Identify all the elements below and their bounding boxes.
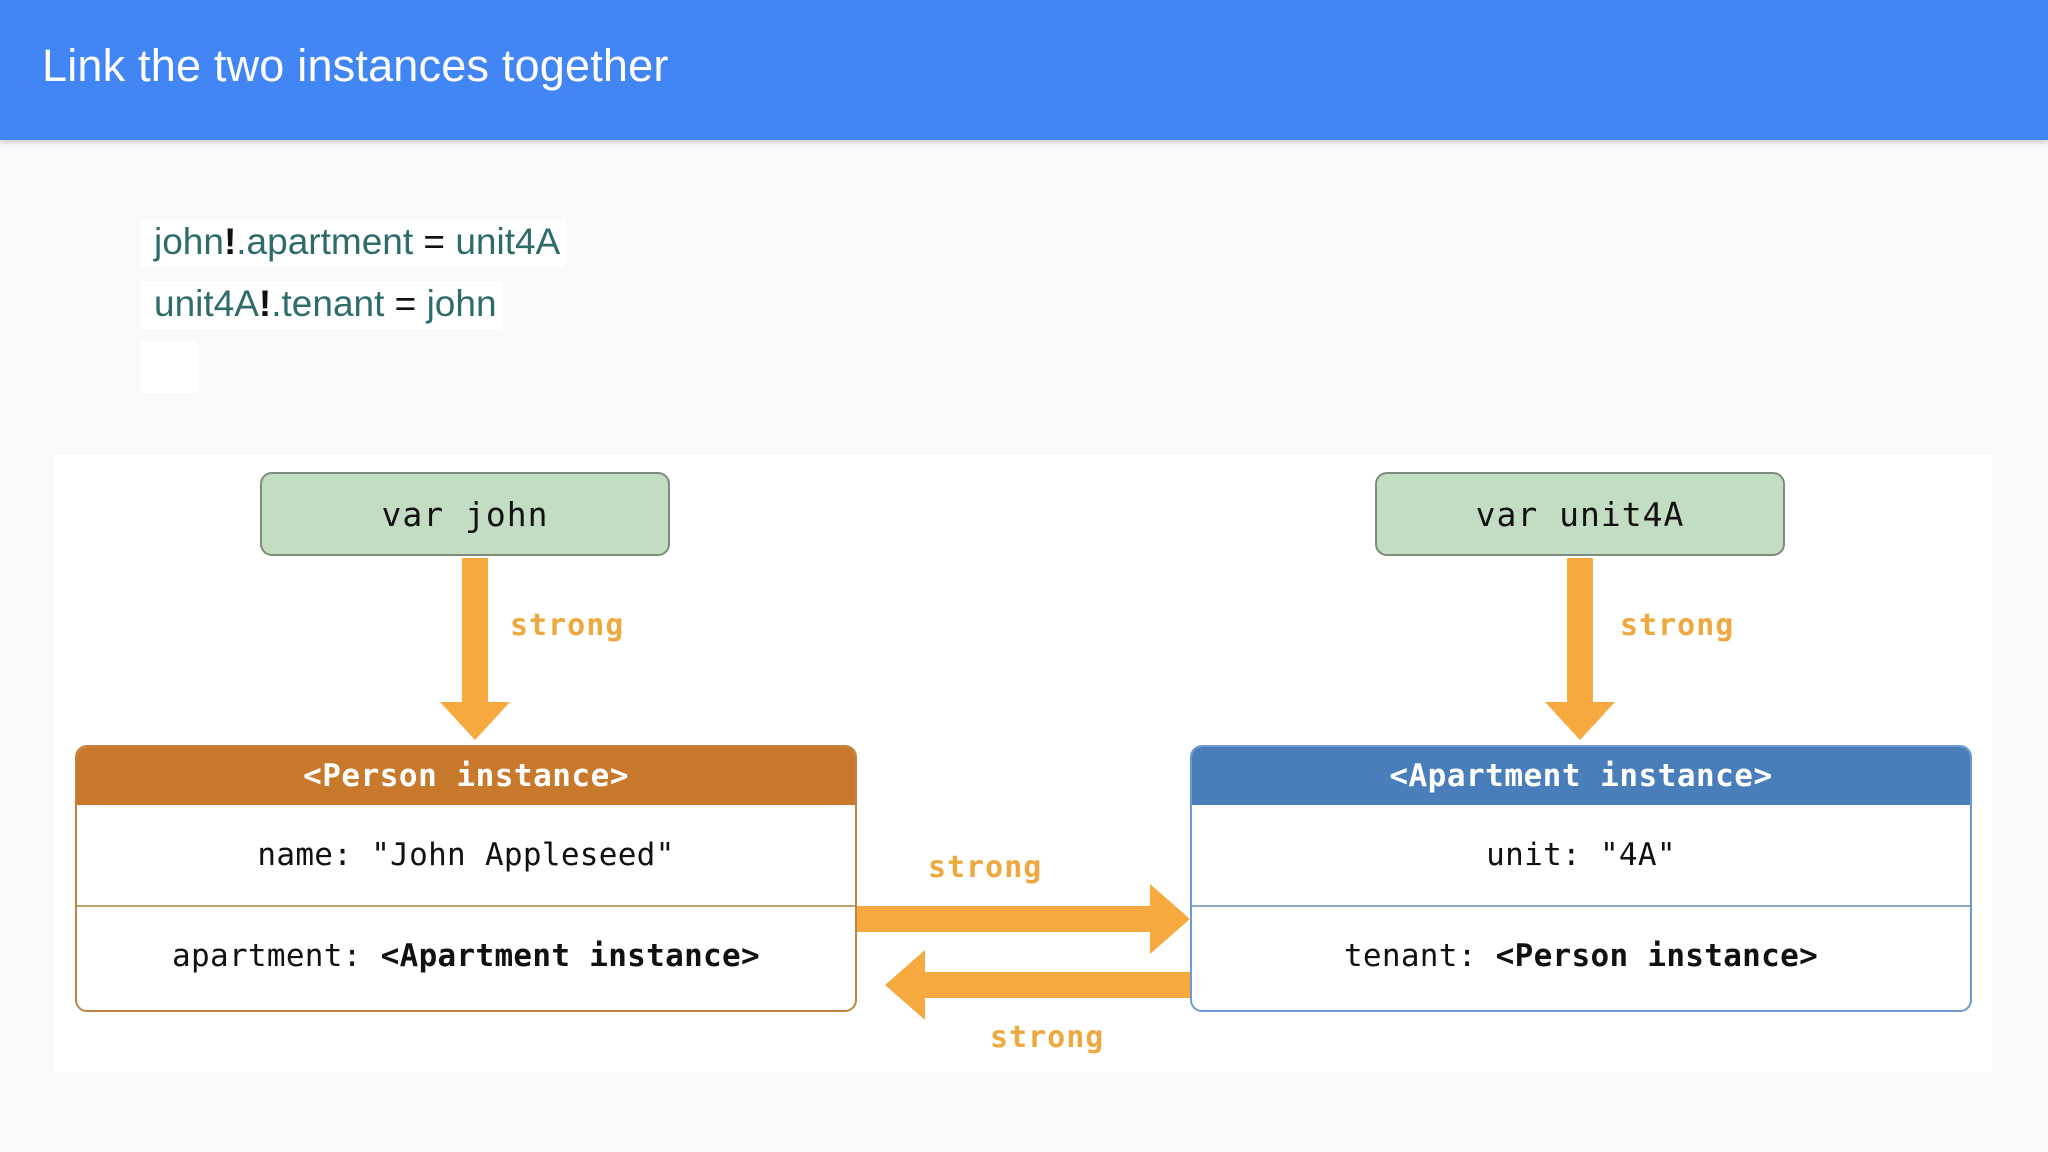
code-line-highlight: unit4A!.tenant = john (140, 281, 503, 329)
code-value: unit4A (455, 221, 561, 262)
page-title: Link the two instances together (42, 40, 669, 91)
code-identifier: john (154, 221, 224, 262)
arrow-person-to-apartment (857, 884, 1190, 954)
code-bang: ! (223, 221, 237, 262)
arrow-shaft (925, 972, 1190, 998)
arrow-head-down-icon (440, 702, 510, 740)
person-instance-row: apartment: <Apartment instance> (77, 905, 855, 1005)
arrow-unit4a-to-apartment (1545, 558, 1615, 740)
row-value: <Person instance> (1495, 938, 1819, 974)
apartment-instance-row: unit: "4A" (1192, 805, 1970, 905)
var-john-box: var john (260, 472, 670, 556)
code-line: unit4A!.tenant = john (140, 274, 566, 336)
code-line-highlight (140, 341, 198, 393)
code-identifier: unit4A (154, 283, 259, 324)
code-operator: = (413, 221, 456, 262)
arrow-shaft (857, 906, 1150, 932)
var-unit4a-box: var unit4A (1375, 472, 1785, 556)
arrow-head-left-icon (885, 950, 925, 1020)
code-property: .apartment (236, 221, 414, 262)
arrow-head-right-icon (1150, 884, 1190, 954)
row-key: apartment: (172, 938, 381, 974)
code-line-empty (140, 336, 566, 398)
code-line: john!.apartment = unit4A (140, 212, 567, 274)
row-value: <Apartment instance> (380, 938, 760, 974)
row-value: "4A" (1599, 837, 1676, 873)
apartment-instance-row: tenant: <Person instance> (1192, 905, 1970, 1005)
row-key: unit: (1486, 837, 1600, 873)
strong-label-john: strong (510, 608, 625, 643)
arrow-apartment-to-person (885, 950, 1190, 1020)
arrow-shaft (1567, 558, 1593, 702)
code-operator: = (384, 283, 427, 324)
arrow-shaft (462, 558, 488, 702)
row-key: tenant: (1343, 938, 1496, 974)
var-unit4a-label: var unit4A (1475, 494, 1685, 534)
code-line-highlight: john!.apartment = unit4A (140, 219, 567, 267)
strong-label-person-to-apartment: strong (928, 850, 1043, 885)
code-value: john (426, 283, 497, 324)
apartment-instance-header: <Apartment instance> (1192, 747, 1970, 805)
strong-label-apartment-to-person: strong (990, 1020, 1105, 1055)
code-property: .tenant (271, 283, 385, 324)
person-instance-header: <Person instance> (77, 747, 855, 805)
apartment-instance-box: <Apartment instance> unit: "4A" tenant: … (1190, 745, 1972, 1012)
arrow-head-down-icon (1545, 702, 1615, 740)
var-john-label: var john (381, 494, 549, 534)
code-block: john!.apartment = unit4A unit4A!.tenant … (140, 212, 567, 398)
person-instance-box: <Person instance> name: "John Appleseed"… (75, 745, 857, 1012)
strong-label-unit4a: strong (1620, 608, 1735, 643)
row-value: "John Appleseed" (371, 837, 675, 873)
code-bang: ! (258, 283, 272, 324)
arrow-john-to-person (440, 558, 510, 740)
row-key: name: (257, 837, 372, 873)
header-banner: Link the two instances together (0, 0, 2048, 140)
person-instance-row: name: "John Appleseed" (77, 805, 855, 905)
